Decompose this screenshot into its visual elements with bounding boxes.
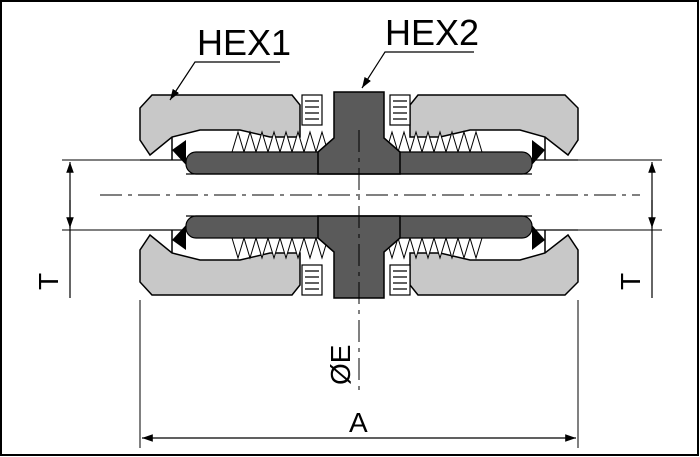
- thread-dimension-lines: [66, 162, 656, 298]
- thread-right-label: T: [615, 273, 646, 290]
- left-nut: [139, 94, 301, 296]
- diameter-label: ØE: [325, 345, 356, 385]
- centerlines: [100, 130, 640, 395]
- inner-cavity-outline: [171, 137, 546, 253]
- extension-lines: [62, 159, 662, 448]
- hex1-label: HEX1: [197, 22, 291, 63]
- hex2-label: HEX2: [385, 12, 479, 53]
- knurl-rings: [301, 94, 411, 296]
- leaders: [169, 51, 474, 101]
- right-nut: [409, 94, 579, 296]
- length-label: A: [349, 407, 368, 438]
- ferrules: [172, 140, 545, 250]
- thread-left-label: T: [33, 273, 64, 290]
